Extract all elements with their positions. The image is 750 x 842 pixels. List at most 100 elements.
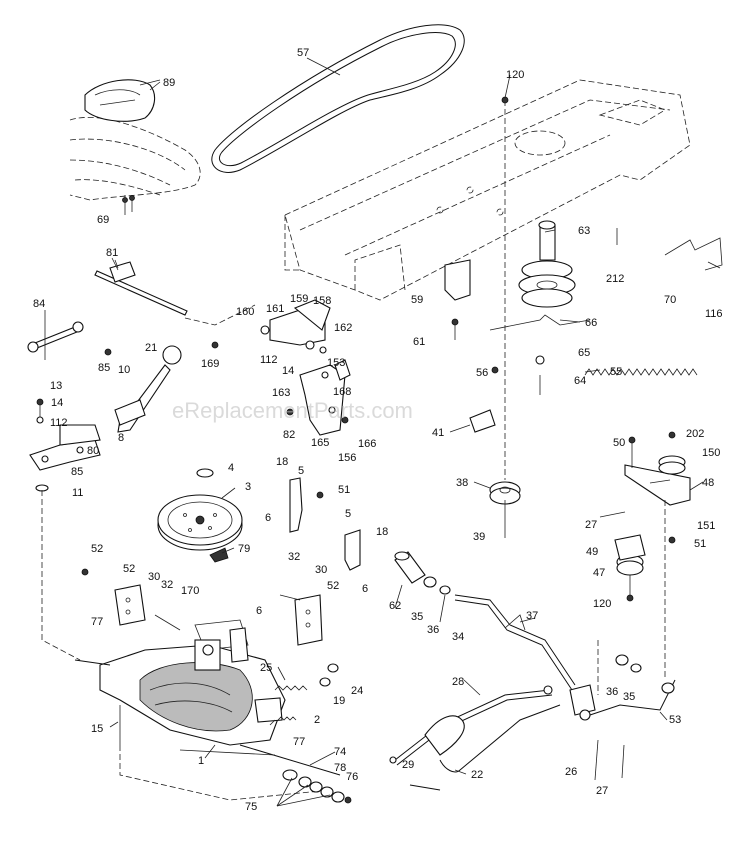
part-label: 69 (97, 214, 109, 226)
part-label: 47 (593, 567, 605, 579)
part-label: 77 (293, 736, 305, 748)
part-label: 34 (452, 631, 464, 643)
part-label: 48 (702, 477, 714, 489)
part-label: 32 (161, 579, 173, 591)
belt-guide-66 (489, 314, 591, 331)
part-label: 26 (565, 766, 577, 778)
transaxle-1 (74, 627, 341, 776)
part-label: 202 (686, 428, 704, 440)
part-label: 14 (282, 365, 294, 377)
drive-belt-57 (211, 24, 465, 173)
part-label: 35 (623, 691, 635, 703)
shift-rod-81 (94, 257, 188, 316)
brackets-30 (114, 584, 323, 646)
part-label: 165 (311, 437, 329, 449)
key-4 (196, 468, 214, 478)
part-label: 10 (118, 364, 130, 376)
idler-arm-48 (624, 431, 691, 506)
part-label: 19 (333, 695, 345, 707)
part-label: 89 (163, 77, 175, 89)
part-label: 65 (578, 347, 590, 359)
part-label: 15 (91, 723, 103, 735)
part-label: 169 (201, 358, 219, 370)
part-label: 151 (697, 520, 715, 532)
part-label: 61 (413, 336, 425, 348)
part-label: 77 (91, 616, 103, 628)
part-label: 52 (327, 580, 339, 592)
part-label: 27 (585, 519, 597, 531)
bracket-163-165 (299, 359, 351, 436)
part-label: 56 (476, 367, 488, 379)
washers-75 (282, 769, 352, 804)
part-label: 38 (456, 477, 468, 489)
part-label: 27 (596, 785, 608, 797)
part-label: 163 (272, 387, 290, 399)
pivot-26 (569, 684, 596, 721)
part-label: 18 (376, 526, 388, 538)
part-label: 29 (402, 759, 414, 771)
part-label: 162 (334, 322, 352, 334)
rod-28 (394, 689, 551, 761)
part-label: 25 (260, 662, 272, 674)
pulley-38 (489, 481, 521, 505)
part-label: 81 (106, 247, 118, 259)
part-label: 39 (473, 531, 485, 543)
idler-bracket-158 (260, 299, 331, 354)
part-label: 64 (574, 375, 586, 387)
part-label: 37 (526, 610, 538, 622)
transaxle-pulley-3 (157, 494, 243, 551)
part-label: 51 (694, 538, 706, 550)
part-label: 66 (585, 317, 597, 329)
part-label: 28 (452, 676, 464, 688)
belt-guide-41 (469, 409, 496, 433)
part-label: 18 (276, 456, 288, 468)
part-label: 6 (265, 512, 271, 524)
knob-cover-89 (84, 79, 156, 122)
part-label: 120 (506, 69, 524, 81)
part-label: 168 (333, 386, 351, 398)
part-label: 150 (702, 447, 720, 459)
part-label: 74 (334, 746, 346, 758)
spring-55 (584, 368, 698, 376)
watermark: eReplacementParts.com (172, 398, 413, 423)
engine-pulley-63 (518, 220, 576, 308)
part-label: 1 (198, 755, 204, 767)
part-label: 51 (338, 484, 350, 496)
rod-22 (409, 704, 561, 791)
part-label: 11 (72, 487, 83, 499)
part-label: 53 (669, 714, 681, 726)
part-label: 158 (313, 295, 331, 307)
brackets-5 (289, 477, 361, 571)
part-label: 161 (266, 303, 284, 315)
shift-link-84 (27, 321, 84, 360)
shaft-62 (394, 551, 426, 584)
part-label: 112 (50, 417, 68, 429)
part-label: 35 (411, 611, 423, 623)
fender-dashed (69, 116, 201, 201)
part-label: 170 (181, 585, 199, 597)
part-label: 50 (613, 437, 625, 449)
part-label: 24 (351, 685, 363, 697)
part-label: 153 (327, 357, 345, 369)
part-label: 62 (389, 600, 401, 612)
rod-34 (454, 594, 576, 686)
part-label: 5 (298, 465, 304, 477)
part-label: 13 (50, 380, 62, 392)
part-label: 32 (288, 551, 300, 563)
part-labels: 57 89 120 69 81 84 21 85 160 161 159 158… (33, 47, 723, 813)
part-label: 30 (148, 571, 160, 583)
part-label: 78 (334, 762, 346, 774)
leader-lines (44, 57, 704, 807)
fan-79 (209, 547, 229, 563)
part-label: 80 (87, 445, 99, 457)
part-label: 6 (256, 605, 262, 617)
part-label: 4 (228, 462, 234, 474)
part-label: 49 (586, 546, 598, 558)
part-label: 8 (118, 432, 124, 444)
part-label: 52 (91, 543, 103, 555)
part-label: 6 (362, 583, 368, 595)
part-label: 116 (705, 308, 723, 320)
part-label: 70 (664, 294, 676, 306)
part-label: 166 (358, 438, 376, 450)
